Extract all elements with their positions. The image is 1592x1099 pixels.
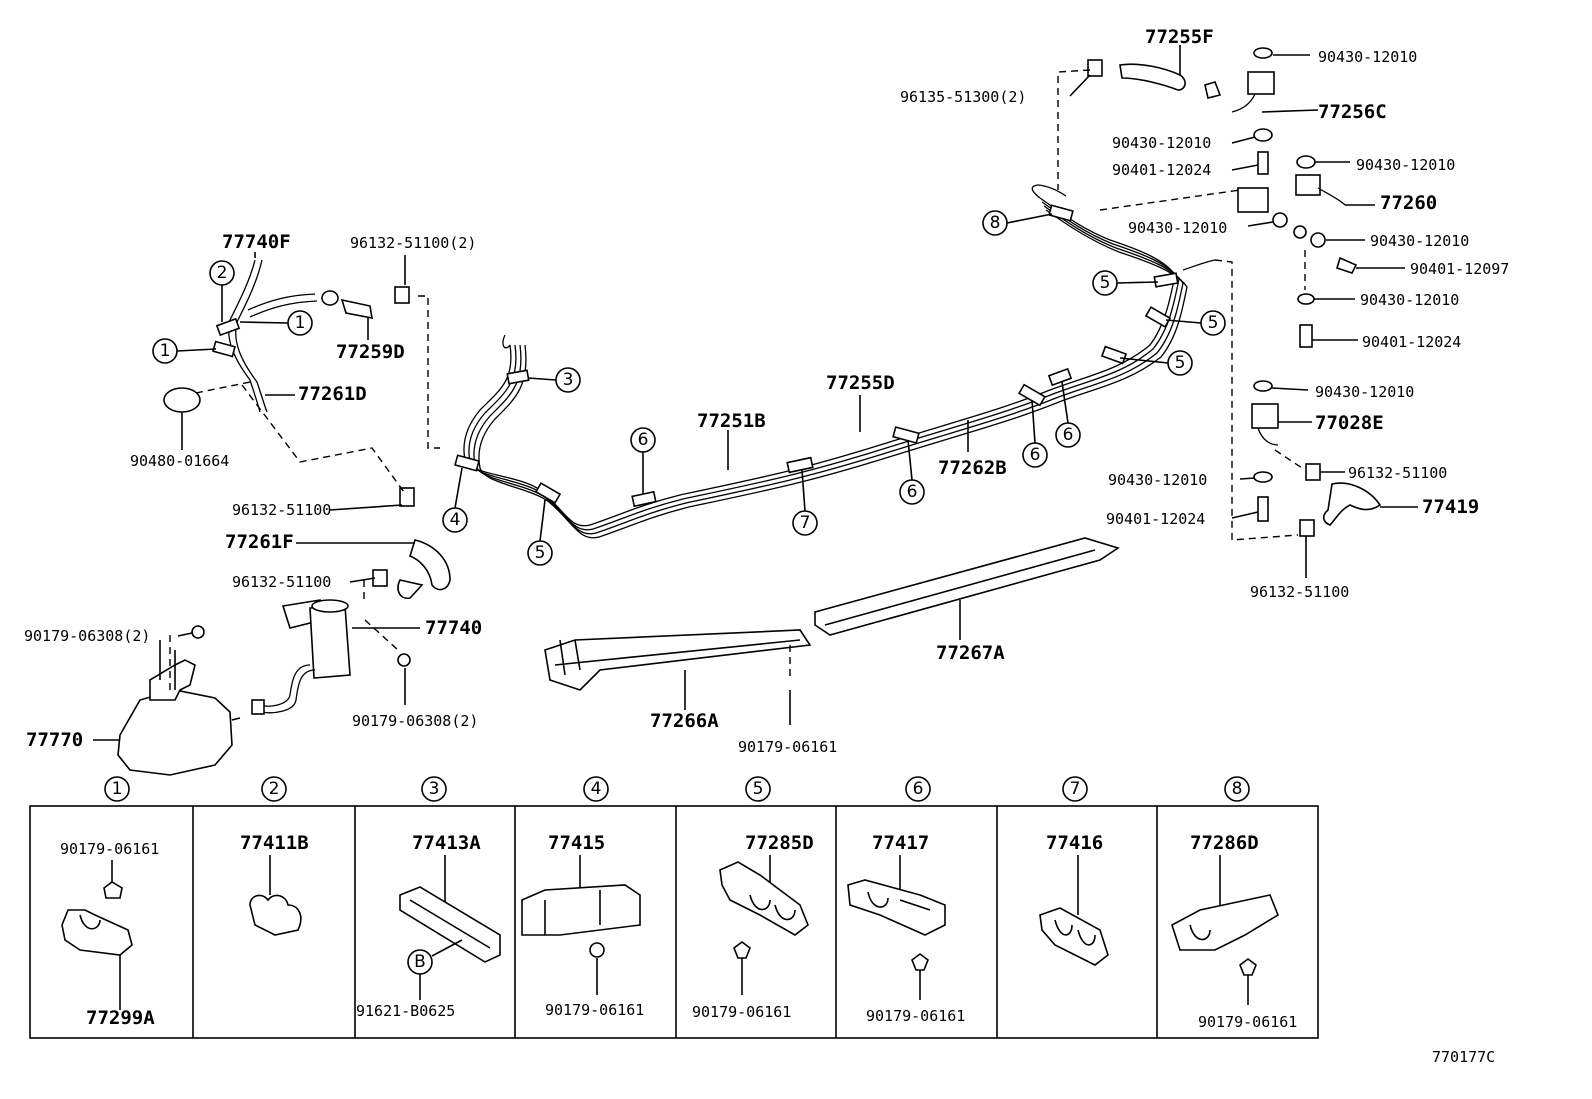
label-77267A: 77267A bbox=[936, 642, 1005, 664]
label-96132-51100-b: 96132-51100 bbox=[232, 573, 331, 591]
detail-7-top-label: 77416 bbox=[1046, 832, 1103, 854]
callout-3: 3 bbox=[563, 370, 574, 390]
label-77259D: 77259D bbox=[336, 341, 405, 363]
callout-4: 4 bbox=[450, 510, 461, 530]
detail-callout-2: 2 bbox=[269, 779, 280, 799]
label-90401-12097: 90401-12097 bbox=[1410, 260, 1509, 278]
label-77770: 77770 bbox=[26, 729, 83, 751]
detail-6-bottom-label: 90179-06161 bbox=[866, 1007, 965, 1025]
callout-6-c: 6 bbox=[1030, 445, 1041, 465]
detail-callout-8: 8 bbox=[1232, 779, 1243, 799]
detail-1-bottom-label: 77299A bbox=[86, 1007, 155, 1029]
label-90430-12010-g: 90430-12010 bbox=[1315, 383, 1414, 401]
detail-callout-3: 3 bbox=[429, 779, 440, 799]
detail-2-top-label: 77411B bbox=[240, 832, 309, 854]
detail-4-bottom-label: 90179-06161 bbox=[545, 1001, 644, 1019]
label-90430-12010-a: 90430-12010 bbox=[1318, 48, 1417, 66]
callout-5-d: 5 bbox=[1100, 273, 1111, 293]
label-90401-12024-a: 90401-12024 bbox=[1112, 161, 1211, 179]
label-90430-12010-h: 90430-12010 bbox=[1108, 471, 1207, 489]
label-90179-06308-2-b: 90179-06308(2) bbox=[352, 712, 478, 730]
detail-3-sub-callout: B bbox=[414, 952, 426, 972]
detail-callout-6: 6 bbox=[913, 779, 924, 799]
callout-5-c: 5 bbox=[1208, 313, 1219, 333]
left-hose-group bbox=[163, 259, 410, 450]
detail-6-top-label: 77417 bbox=[872, 832, 929, 854]
callout-6-a: 6 bbox=[638, 430, 649, 450]
label-90179-06308-2-a: 90179-06308(2) bbox=[24, 627, 150, 645]
canister-group bbox=[191, 487, 451, 715]
label-90401-12024-b: 90401-12024 bbox=[1362, 333, 1461, 351]
label-90430-12010-b: 90430-12010 bbox=[1112, 134, 1211, 152]
detail-8-top-label: 77286D bbox=[1190, 832, 1259, 854]
right-parts bbox=[1087, 47, 1382, 537]
label-77266A: 77266A bbox=[650, 710, 719, 732]
callout-6-d: 6 bbox=[1063, 425, 1074, 445]
label-77261D: 77261D bbox=[298, 383, 367, 405]
callout-6-b: 6 bbox=[907, 482, 918, 502]
label-77262B: 77262B bbox=[938, 457, 1007, 479]
tank-77770 bbox=[117, 640, 241, 776]
label-90401-12024-c: 90401-12024 bbox=[1106, 510, 1205, 528]
label-90430-12010-e: 90430-12010 bbox=[1370, 232, 1469, 250]
rail-77266A bbox=[544, 629, 812, 691]
callout-2: 2 bbox=[217, 263, 228, 283]
label-77251B: 77251B bbox=[697, 410, 766, 432]
detail-box-frame bbox=[29, 805, 1319, 1039]
callout-1-b: 1 bbox=[160, 341, 171, 361]
label-77028E: 77028E bbox=[1315, 412, 1384, 434]
callout-1-a: 1 bbox=[295, 313, 306, 333]
rail-77267A bbox=[814, 537, 1120, 636]
label-96135-51300-2: 96135-51300(2) bbox=[900, 88, 1026, 106]
label-90179-06161-main: 90179-06161 bbox=[738, 738, 837, 756]
detail-4-top-label: 77415 bbox=[548, 832, 605, 854]
diagram-id: 770177C bbox=[1432, 1048, 1495, 1066]
dashed-guides bbox=[169, 69, 1306, 690]
callout-5-b: 5 bbox=[1175, 353, 1186, 373]
detail-boxes: 1 2 3 4 5 6 7 8 90179-06161 77299A 77411… bbox=[29, 776, 1319, 1039]
label-96132-51100-2: 96132-51100(2) bbox=[350, 234, 476, 252]
detail-3-bottom-label: 91621-B0625 bbox=[356, 1002, 455, 1020]
detail-callout-5: 5 bbox=[753, 779, 764, 799]
callout-markers: 2 1 1 3 4 5 6 7 6 6 6 5 5 5 8 bbox=[152, 210, 1226, 566]
callout-8: 8 bbox=[990, 213, 1001, 233]
part-labels: 77740F 96132-51100(2) 77259D 77261D 9048… bbox=[24, 26, 1509, 756]
label-77419: 77419 bbox=[1422, 496, 1479, 518]
label-90430-12010-d: 90430-12010 bbox=[1128, 219, 1227, 237]
label-77255D: 77255D bbox=[826, 372, 895, 394]
label-77260: 77260 bbox=[1380, 192, 1437, 214]
label-77261F: 77261F bbox=[225, 531, 294, 553]
detail-callout-1: 1 bbox=[112, 779, 123, 799]
label-90430-12010-f: 90430-12010 bbox=[1360, 291, 1459, 309]
callout-5-a: 5 bbox=[535, 543, 546, 563]
detail-3-top-label: 77413A bbox=[412, 832, 481, 854]
label-96132-51100-a: 96132-51100 bbox=[232, 501, 331, 519]
detail-5-top-label: 77285D bbox=[745, 832, 814, 854]
leader-lines bbox=[93, 45, 1418, 741]
label-96132-51100-c: 96132-51100 bbox=[1348, 464, 1447, 482]
label-77256C: 77256C bbox=[1318, 101, 1387, 123]
detail-8-bottom-label: 90179-06161 bbox=[1198, 1013, 1297, 1031]
label-90430-12010-c: 90430-12010 bbox=[1356, 156, 1455, 174]
detail-callout-7: 7 bbox=[1070, 779, 1081, 799]
label-96132-51100-d: 96132-51100 bbox=[1250, 583, 1349, 601]
label-77255F: 77255F bbox=[1145, 26, 1214, 48]
callout-7: 7 bbox=[800, 513, 811, 533]
label-77740F: 77740F bbox=[222, 231, 291, 253]
detail-callout-4: 4 bbox=[591, 779, 602, 799]
detail-1-top-label: 90179-06161 bbox=[60, 840, 159, 858]
label-77740: 77740 bbox=[425, 617, 482, 639]
fuel-line-bundle bbox=[454, 184, 1216, 539]
detail-5-bottom-label: 90179-06161 bbox=[692, 1003, 791, 1021]
label-90480-01664: 90480-01664 bbox=[130, 452, 229, 470]
